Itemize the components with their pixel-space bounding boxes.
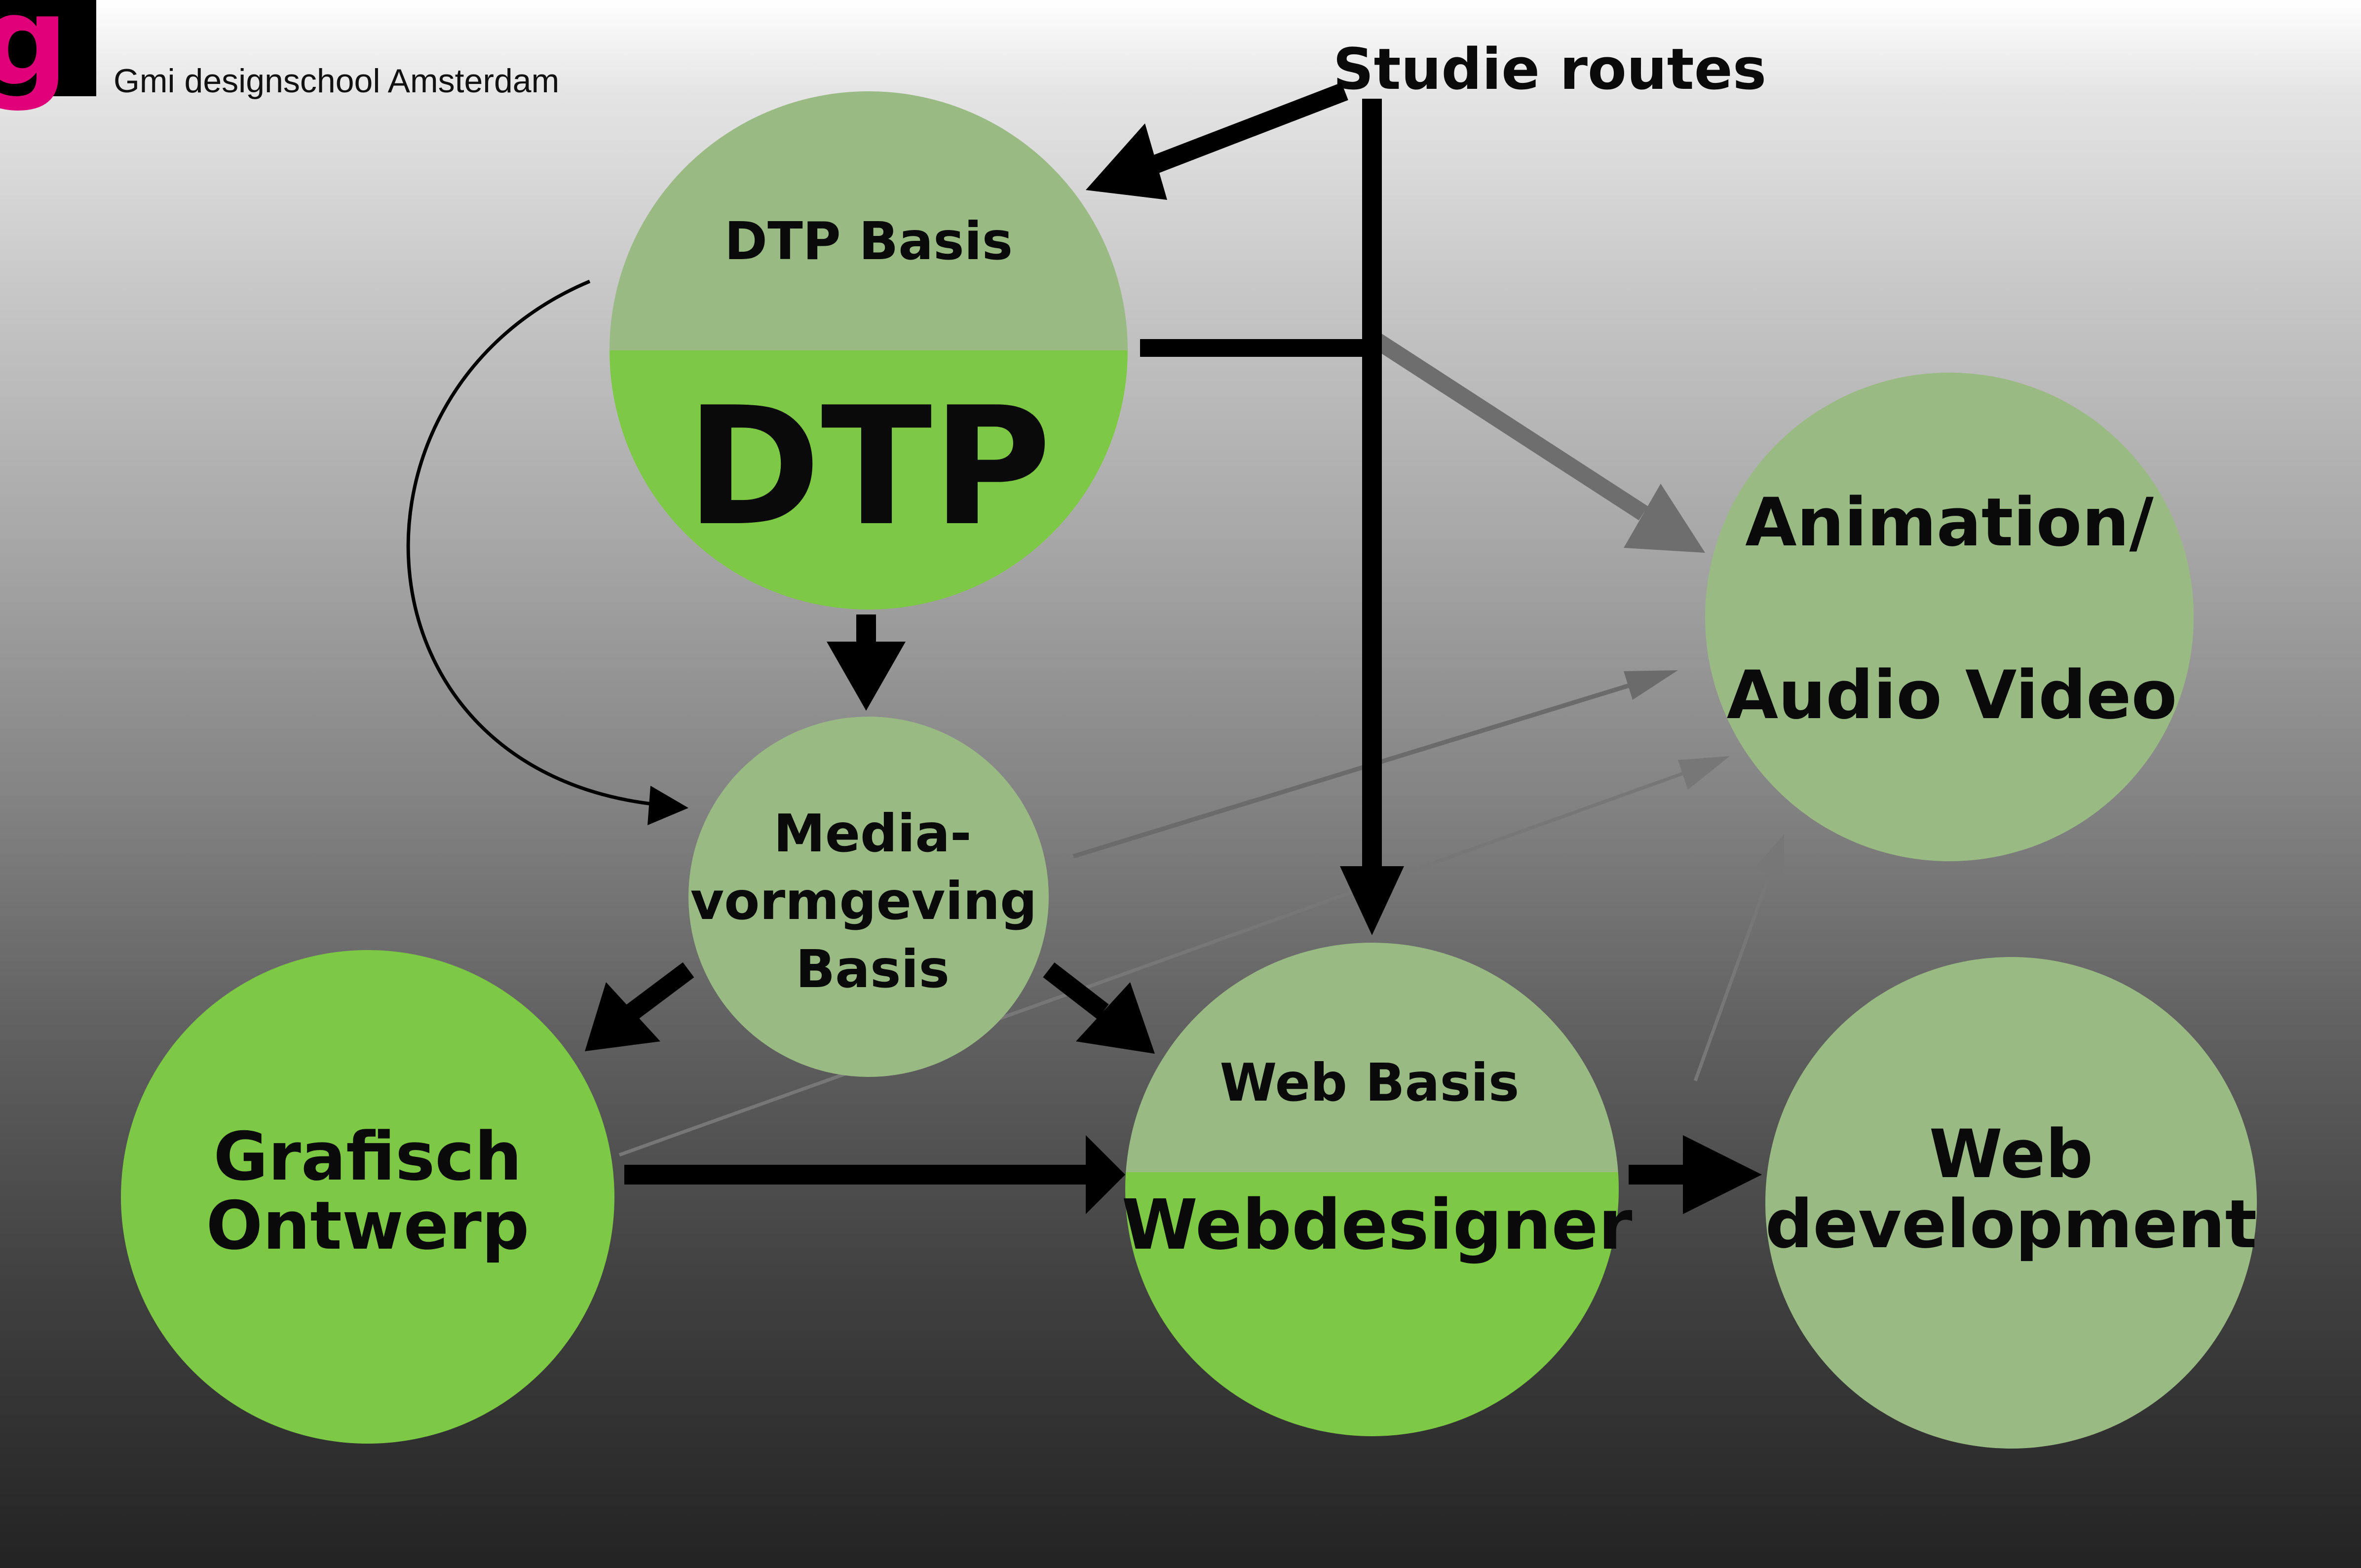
webdesigner-label: Webdesigner bbox=[1122, 1185, 1633, 1265]
connector-media-to-grafisch bbox=[623, 962, 694, 1022]
connector-media-to-web bbox=[1043, 962, 1109, 1020]
arrowhead-web-to-webdev bbox=[1683, 1135, 1762, 1214]
arrowhead-dtp-to-animation bbox=[1624, 484, 1705, 553]
connector-media-to-animation bbox=[1072, 679, 1644, 859]
grafisch-circle bbox=[121, 950, 614, 1444]
connector-dtp-to-media-curve bbox=[406, 279, 657, 806]
arrowhead-media-to-grafisch bbox=[585, 982, 660, 1051]
media-circle bbox=[688, 717, 1049, 1077]
connector-web-to-animation bbox=[1693, 868, 1774, 1082]
webdev-circle bbox=[1765, 957, 2257, 1449]
node-grafisch[interactable]: Grafisch Ontwerp bbox=[121, 950, 614, 1444]
dtp-basis-label: DTP Basis bbox=[724, 211, 1013, 271]
node-animation[interactable]: Animation/ Audio Video bbox=[1705, 373, 2194, 861]
media-label-line2: vormgeving bbox=[690, 871, 1037, 931]
logo-glyph: g bbox=[0, 0, 69, 113]
arrowhead-grafisch-to-web bbox=[1086, 1135, 1125, 1214]
arrowhead-web-to-animation bbox=[1754, 834, 1784, 879]
node-media[interactable]: Media- vormgeving Basis bbox=[688, 717, 1049, 1077]
webdev-label-line1: Web bbox=[1929, 1115, 2093, 1193]
school-logo[interactable]: g bbox=[0, 0, 96, 113]
arrowhead-title-to-web bbox=[1340, 866, 1404, 935]
dtp-label: DTP bbox=[686, 372, 1052, 562]
arrowhead-media-to-web bbox=[1076, 982, 1155, 1054]
webdev-label-line2: development bbox=[1765, 1186, 2257, 1263]
node-webdev[interactable]: Web development bbox=[1765, 957, 2257, 1449]
node-dtp[interactable]: DTP Basis DTP bbox=[609, 91, 1128, 610]
grafisch-label-line1: Grafisch bbox=[213, 1118, 522, 1195]
minor-connections bbox=[618, 670, 1784, 1157]
media-label-line1: Media- bbox=[773, 803, 971, 864]
arrowhead-grafisch-to-animation bbox=[1678, 756, 1730, 790]
node-web[interactable]: Web Basis Webdesigner bbox=[1122, 943, 1633, 1436]
media-label-line3: Basis bbox=[796, 939, 950, 999]
school-name: Gmi designschool Amsterdam bbox=[114, 62, 559, 100]
arrowhead-media-to-animation bbox=[1624, 670, 1678, 700]
grafisch-label-line2: Ontwerp bbox=[206, 1187, 530, 1264]
web-basis-label: Web Basis bbox=[1220, 1053, 1520, 1113]
curved-connection bbox=[406, 279, 688, 825]
connector-grafisch-to-animation bbox=[618, 768, 1694, 1157]
connector-title-to-dtp bbox=[1137, 82, 1348, 179]
logo-block bbox=[0, 0, 96, 96]
animation-label-line1: Animation/ bbox=[1745, 484, 2154, 561]
arrowhead-dtp-to-media bbox=[827, 642, 906, 711]
arrowhead-dtp-to-media-curve bbox=[647, 786, 688, 825]
dtp-to-animation-connection bbox=[1372, 333, 1705, 553]
animation-label-line2: Audio Video bbox=[1727, 656, 2177, 734]
animation-circle bbox=[1705, 373, 2194, 861]
connector-dtp-to-animation bbox=[1372, 333, 1648, 521]
arrowhead-title-to-dtp bbox=[1086, 123, 1167, 200]
main-connections bbox=[585, 82, 1762, 1214]
diagram-title: Studie routes bbox=[1333, 37, 1766, 103]
